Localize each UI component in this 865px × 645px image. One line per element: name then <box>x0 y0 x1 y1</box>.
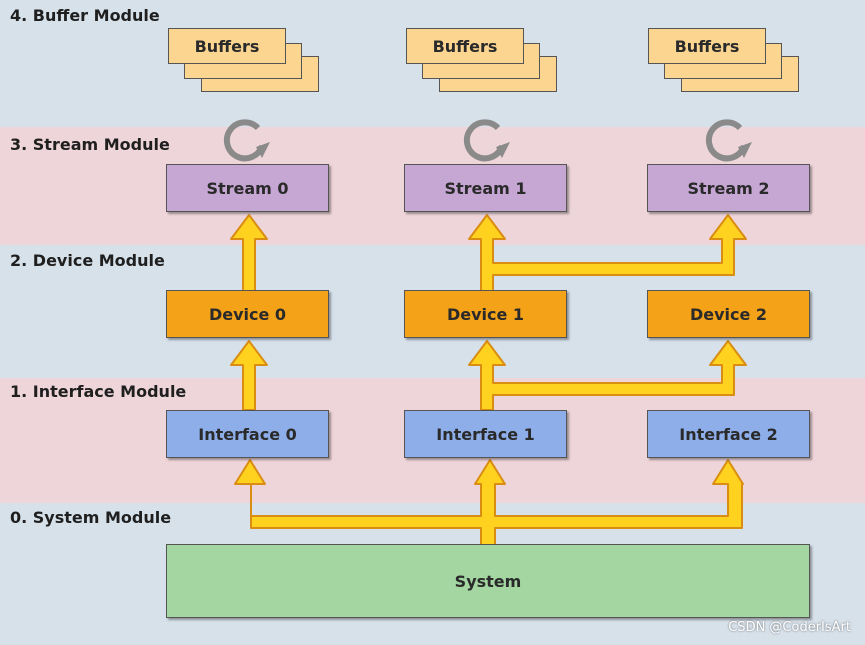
buffer-card-label: Buffers <box>168 28 286 64</box>
watermark: CSDN @CoderIsArt <box>728 620 851 635</box>
interface-1-box: Interface 1 <box>404 410 567 458</box>
system-module-label: 0. System Module <box>10 508 172 527</box>
yellow-up-arrow-icon <box>468 214 747 292</box>
device-2-box: Device 2 <box>647 290 810 338</box>
yellow-up-arrow-icon <box>230 214 268 292</box>
yellow-up-arrow-icon <box>468 340 747 411</box>
buffer-card-label: Buffers <box>406 28 524 64</box>
system-box: System <box>166 544 810 618</box>
cycle-arrow-icon <box>463 119 510 162</box>
stream-module-label: 3. Stream Module <box>10 135 170 154</box>
yellow-up-arrow-icon <box>230 340 268 411</box>
yellow-up-arrow-icon <box>234 459 744 546</box>
interface-2-box: Interface 2 <box>647 410 810 458</box>
stream-1-box: Stream 1 <box>404 164 567 212</box>
buffer-card-label: Buffers <box>648 28 766 64</box>
stream-0-box: Stream 0 <box>166 164 329 212</box>
device-module-label: 2. Device Module <box>10 251 165 270</box>
buffer-module-label: 4. Buffer Module <box>10 6 160 25</box>
device-0-box: Device 0 <box>166 290 329 338</box>
interface-module-label: 1. Interface Module <box>10 382 187 401</box>
cycle-arrow-icon <box>223 119 270 162</box>
device-1-box: Device 1 <box>404 290 567 338</box>
interface-0-box: Interface 0 <box>166 410 329 458</box>
cycle-arrow-icon <box>705 119 752 162</box>
stream-2-box: Stream 2 <box>647 164 810 212</box>
